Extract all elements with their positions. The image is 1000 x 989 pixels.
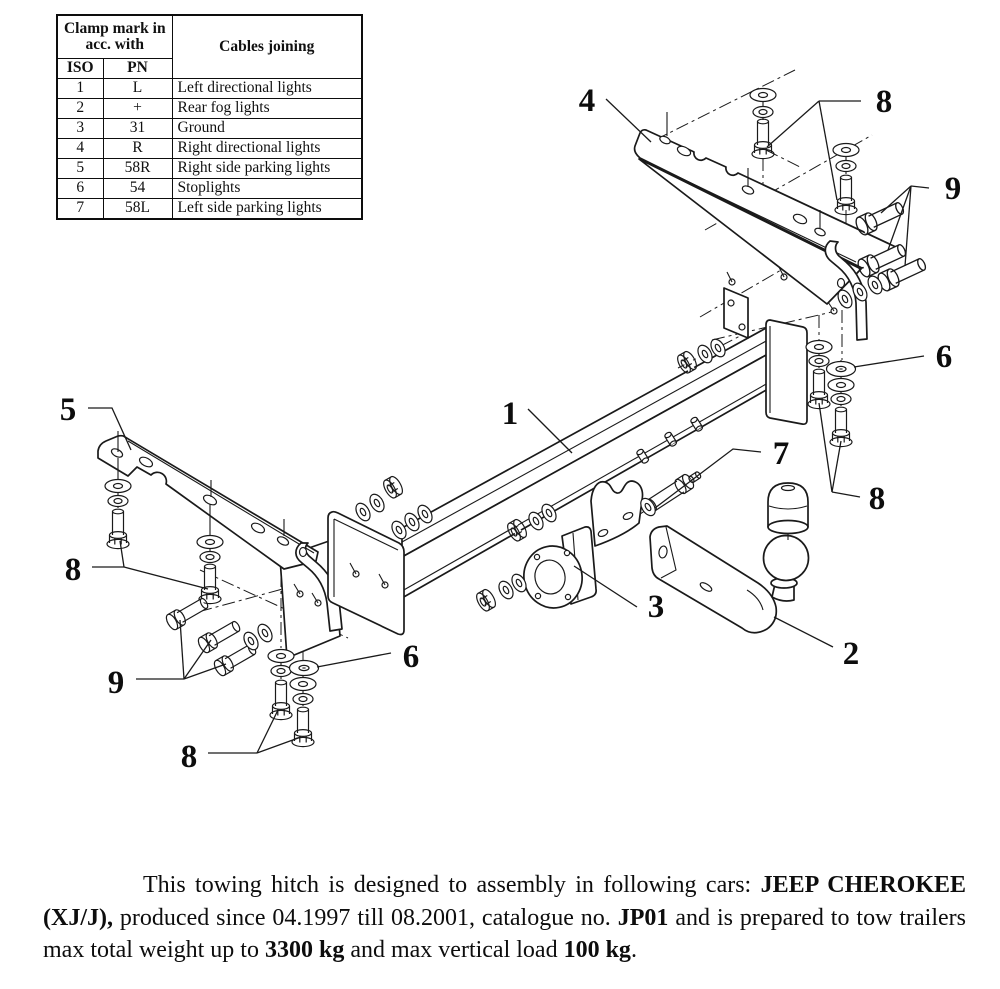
leader-line-8 [123, 566, 209, 590]
flat-washer-6-right [825, 360, 857, 378]
callout-1: 1 [502, 396, 519, 432]
left-side-bracket [97, 431, 319, 570]
leader-line-8 [256, 736, 302, 754]
bolt-stack-top-2 [832, 142, 860, 216]
iso-cell: 7 [56, 198, 104, 220]
callout-6: 6 [403, 639, 420, 675]
left-s-strip-hole [298, 546, 308, 558]
callout-8: 8 [65, 552, 82, 588]
callout-4: 4 [579, 83, 596, 119]
right-s-strip [824, 240, 868, 341]
leader-line-6 [316, 652, 392, 668]
leader-line-9 [904, 185, 912, 267]
bolt-stack-top-1 [749, 87, 777, 160]
callout-8: 8 [869, 481, 886, 517]
table-subheader-row: ISO PN [56, 58, 362, 79]
leader-line-8 [818, 402, 833, 493]
callout-9: 9 [108, 665, 125, 701]
bolt-stack-right-2 [825, 360, 857, 448]
leader-line-8 [831, 491, 861, 498]
socket-plate [523, 525, 597, 609]
right-s-strip-hole [836, 277, 846, 289]
leader-line-8 [766, 100, 820, 148]
callout-7: 7 [773, 436, 790, 472]
flat-washer-6-mid [288, 659, 320, 677]
bolt-stack-left-1 [104, 478, 132, 550]
leader-line-9 [183, 639, 212, 680]
footer-text: . [630, 937, 637, 963]
leader-line-8 [818, 100, 838, 201]
leader-line-9 [910, 185, 930, 189]
right-side-bracket [633, 112, 901, 305]
clamp-mark-table: Clamp mark in acc. with Cables joining I… [56, 14, 363, 220]
leader-line-1 [527, 408, 573, 454]
footer-bold-text: 3300 kg [264, 937, 345, 963]
left-web-plate [279, 539, 341, 659]
tow-ball-assembly [649, 482, 810, 634]
towbar-exploded-diagram: 1 2 3 4 5 6 6 7 8 8 8 8 9 9 [60, 69, 962, 775]
tow-ball [762, 534, 810, 582]
right-flange-tab [723, 287, 749, 339]
bolt-stack-right-1 [805, 339, 833, 410]
leader-line-7 [654, 448, 762, 509]
callout-8: 8 [876, 84, 893, 120]
leader-line-6 [853, 355, 925, 368]
callout-5: 5 [60, 392, 77, 428]
callout-9: 9 [945, 171, 962, 207]
header-iso: ISO [56, 58, 104, 79]
callout-2: 2 [843, 636, 860, 672]
leader-line-8 [256, 709, 279, 754]
footer-text: produced since 04.1997 till 08.2001, cat… [112, 904, 618, 931]
leader-line-8 [119, 540, 125, 568]
cable-cell: Left directional lights [171, 78, 363, 99]
ball-mount-bracket [590, 480, 644, 547]
footer-text: and max vertical load [344, 937, 564, 963]
ball-cover-cap [767, 482, 809, 528]
bolt-stack-bottom-2 [288, 659, 320, 748]
bolt-stack-bottom-1 [267, 648, 295, 721]
bolt-stack-left-2 [196, 534, 224, 605]
leader-line-9 [880, 185, 912, 214]
leader-line-4 [605, 98, 652, 143]
callout-8: 8 [181, 739, 198, 775]
leader-line-2 [773, 616, 834, 648]
footer-bold-text: JP01 [617, 904, 669, 931]
footer-bold-text: JEEP CHEROKEE (XJ/J), [43, 872, 967, 931]
right-end-flange [765, 319, 808, 426]
leader-line-5 [88, 407, 132, 451]
table-row: 2+Rear fog lights [56, 98, 363, 119]
leader-line-3 [573, 565, 638, 608]
footer-text: This towing hitch is designed to assembl… [143, 872, 761, 898]
leader-line-9 [179, 619, 185, 680]
header-pn: PN [102, 58, 173, 79]
leader-line-9 [183, 663, 227, 680]
footer-paragraph: This towing hitch is designed to assembl… [43, 869, 966, 967]
cable-cell: Left side parking lights [171, 198, 363, 220]
callouts: 1 2 3 4 5 6 6 7 8 8 8 8 9 9 [60, 83, 962, 775]
callout-3: 3 [648, 589, 665, 625]
footer-bold-text: 100 kg [563, 937, 631, 963]
left-end-flange [327, 510, 405, 636]
leader-line-9 [887, 185, 912, 251]
cable-cell: Stoplights [171, 178, 363, 199]
leader-line-8 [831, 440, 842, 493]
callout-6: 6 [936, 339, 953, 375]
footer-text: and is prepared to tow trailers max tota… [43, 904, 966, 964]
